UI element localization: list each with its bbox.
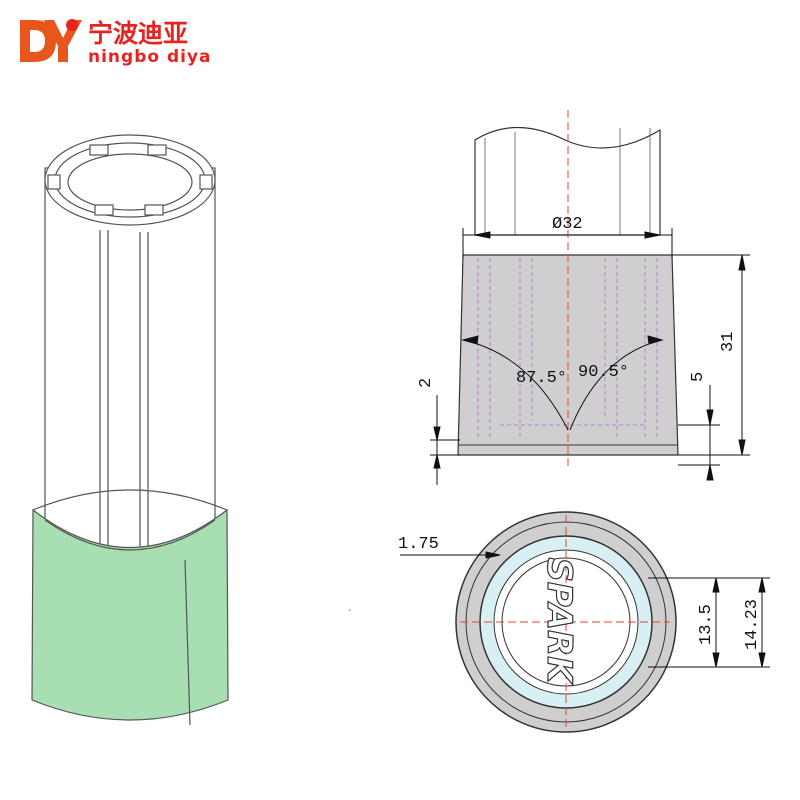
logo-dot-icon bbox=[66, 19, 78, 31]
brand-name-en: ningbo diya bbox=[88, 47, 212, 67]
brand-name-cn: 宁波迪亚 bbox=[88, 19, 188, 48]
tube-3d-view bbox=[31, 134, 229, 726]
brand-logo: 宁波迪亚 ningbo diya bbox=[20, 19, 212, 67]
green-end-cap bbox=[31, 508, 229, 721]
svg-text:-: - bbox=[348, 605, 351, 616]
outer-width-label: 14.23 bbox=[743, 599, 762, 650]
step-right-label: 5 bbox=[689, 372, 708, 382]
side-view: Ø32 31 2 5 87.5° 90.5° bbox=[417, 110, 750, 485]
wall-thickness-label: 1.75 bbox=[398, 535, 439, 554]
logo-d-icon bbox=[20, 20, 56, 62]
step-left-label: 2 bbox=[417, 378, 436, 388]
spark-stamp: SPARK bbox=[539, 557, 579, 685]
inner-width-label: 13.5 bbox=[697, 604, 716, 645]
height-label: 31 bbox=[719, 332, 738, 352]
diameter-label: Ø32 bbox=[552, 215, 583, 234]
angle-right-label: 90.5° bbox=[578, 363, 629, 382]
section-view: SPARK 1.75 13.5 14.23 bbox=[398, 511, 770, 733]
angle-left-label: 87.5° bbox=[516, 369, 567, 388]
